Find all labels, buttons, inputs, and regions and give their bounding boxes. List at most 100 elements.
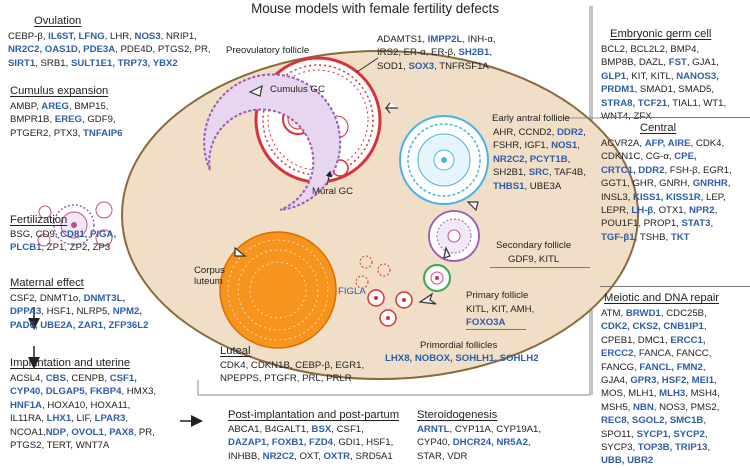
gene-highlighted: DDR2 xyxy=(556,127,584,138)
gene-text: , PDE4D, PTGS2, PR, xyxy=(115,44,211,56)
gene-line: CDKN1C, CG-α, CPE, xyxy=(601,150,732,163)
gene-highlighted: TGF-β1 xyxy=(601,231,635,243)
gene-text: ABCA1, B4GALT1, xyxy=(228,424,312,435)
gene-text: , TIAL1, WT1, xyxy=(667,97,727,109)
gene-highlighted: HNF1A xyxy=(10,399,42,411)
maternal-genes: CSF2, DNMT1o, DNMT3L,DPPA3, HSF1, NLRP5,… xyxy=(10,292,148,332)
meiotic-genes: ATM, BRWD1, CDC25B,CDK2, CKS2, CNB1IP1,C… xyxy=(601,307,720,468)
gene-text: , HMX3, xyxy=(121,386,157,398)
divider-central-meiotic xyxy=(600,286,750,287)
gene-highlighted: TOP3B, TRIP13 xyxy=(637,442,708,454)
gene-text: , HOXA10, HOXA11, xyxy=(41,399,131,411)
gene-text: CDK4, CDKN1B, CEBP-β, EGR1, xyxy=(220,360,365,371)
gene-highlighted: SYCP1, SYCP2 xyxy=(636,428,705,440)
gene-line: GLP1, KIT, KITL, NANOS3, xyxy=(601,70,726,83)
gene-text: , xyxy=(125,413,129,425)
gene-highlighted: AREG xyxy=(41,101,70,112)
gene-highlighted: NPM2, xyxy=(112,306,143,318)
gene-highlighted: ERCC2 xyxy=(601,348,634,360)
gene-line: ARNTL, CYP11A, CYP19A1, xyxy=(417,423,541,436)
cumulus-genes: AMBP, AREG, BMP15,BMPR1B, EREG, GDF9,PTG… xyxy=(10,100,123,140)
gene-highlighted: NR2C2, OAS1D, PDE3A xyxy=(8,44,116,56)
gene-line: ABCA1, B4GALT1, BSX, CSF1, xyxy=(228,423,393,436)
gene-text: , KIT, KITL, xyxy=(626,70,677,82)
ovulation-heading: Ovulation xyxy=(34,15,82,27)
gene-line: CSF2, DNMT1o, DNMT3L, xyxy=(10,292,148,305)
gene-text: , ZP1, ZP2, ZP3 xyxy=(41,242,111,254)
gene-text: FANCG, xyxy=(601,361,640,373)
gene-text: , CDC25B, xyxy=(660,308,707,319)
primary-underline xyxy=(466,329,526,330)
gene-line: NCOA1,NDP, OVOL1, PAX8, PR, xyxy=(10,426,156,439)
gene-highlighted: KISS1, KISS1R xyxy=(633,191,701,203)
gene-highlighted: PAD6, UBE2A, ZAR1, ZFP36L2 xyxy=(10,319,149,331)
germ-cell-heading: Embryonic germ cell xyxy=(610,28,712,40)
gene-text: ATM, xyxy=(601,308,626,319)
gene-highlighted: PLCB1 xyxy=(10,242,42,254)
gene-text: , xyxy=(527,437,531,449)
gene-line: LEPR, LH-β, OTX1, NPR2, xyxy=(601,204,732,217)
gene-text: SPO11, xyxy=(601,428,637,440)
gene-text: BCL2, BCL2L2, BMP4, xyxy=(601,44,700,55)
gene-text: AMBP, xyxy=(10,101,42,112)
gene-highlighted: NR2C2 xyxy=(262,450,295,462)
primordial-follicles xyxy=(355,255,413,327)
gene-line: AHR, CCND2, DDR2, xyxy=(493,126,586,139)
gene-text: BMP8B, DAZL, xyxy=(601,57,669,69)
gene-highlighted: PRDM1 xyxy=(601,84,635,96)
cumulus-oocyte-complex xyxy=(37,201,113,247)
gene-highlighted: PAX8 xyxy=(109,426,134,438)
gene-text: , GDF9, xyxy=(82,114,116,126)
gene-text: , CDK4, xyxy=(690,138,725,149)
gene-highlighted: NANOS3, xyxy=(676,70,719,82)
gene-line: PTGER2, PTX3, TNFAIP6 xyxy=(10,127,123,140)
gene-highlighted: LPAR3 xyxy=(94,413,126,425)
gene-text: PTGS2, TERT, WNT7A xyxy=(10,440,110,452)
gene-text: PTGER2, PTX3, xyxy=(10,127,84,139)
gene-highlighted: FST xyxy=(668,57,687,69)
gene-highlighted: NPR2 xyxy=(688,205,715,217)
gene-highlighted: ARNTL xyxy=(417,424,450,435)
gene-highlighted: DNMT3L, xyxy=(83,293,126,304)
gene-text: INSL3, xyxy=(601,191,633,203)
gene-text: , LHR, xyxy=(104,31,135,42)
gene-highlighted: OXTR xyxy=(323,450,351,462)
gene-line: PTGS2, TERT, WNT7A xyxy=(10,439,156,452)
gene-text: BSG, CD9, xyxy=(10,229,61,240)
gene-line: BCL2, BCL2L2, BMP4, xyxy=(601,43,726,56)
gene-highlighted: SH2B1 xyxy=(458,47,490,59)
gene-highlighted: CDK2, CKS2, CNB1IP1 xyxy=(601,321,704,333)
gene-line: IRS2, ER-α, ER-β, SH2B1, xyxy=(377,46,496,59)
gene-text: , BMP15, xyxy=(69,101,109,112)
gene-text: , SRD5A1 xyxy=(350,450,393,462)
gene-highlighted: THBS1 xyxy=(493,180,525,192)
gene-highlighted: TNFAIP6 xyxy=(83,127,123,139)
gene-line: SPO11, SYCP1, SYCP2, xyxy=(601,428,720,441)
gene-text: , xyxy=(567,153,571,165)
gene-line: AMBP, AREG, BMP15, xyxy=(10,100,123,113)
gene-line: CYP40, DLGAP5, FKBP4, HMX3, xyxy=(10,385,156,398)
secondary-genes: GDF9, KITL xyxy=(508,253,559,266)
gene-text: , xyxy=(103,426,110,438)
gene-text: STAR, VDR xyxy=(417,450,468,462)
ovulation-genes: CEBP-β, IL6ST, LFNG, LHR, NOS3, NRIP1,NR… xyxy=(8,30,211,70)
gene-text: , xyxy=(66,426,72,438)
gene-text: AHR, CCND2, xyxy=(493,127,557,138)
gene-text: , xyxy=(489,47,493,59)
gene-highlighted: CD81, PIGA, xyxy=(60,229,117,240)
gene-text: CEBP-β, xyxy=(8,31,49,42)
gene-text: , CYP11A, CYP19A1, xyxy=(449,424,542,435)
gene-line: HNF1A, HOXA10, HOXA11, xyxy=(10,399,156,412)
primary-label: Primary follicle xyxy=(466,290,529,301)
gene-highlighted: AFP, AIRE xyxy=(644,138,691,149)
gene-text: INHBB, xyxy=(228,450,263,462)
gene-text: , xyxy=(577,140,580,152)
gene-text: , LIF, xyxy=(71,413,95,425)
gene-text: KITL, KIT, AMH, xyxy=(466,304,535,315)
gene-text: GGT1, GHR, GNRH, xyxy=(601,178,693,190)
gene-text: NCOA1, xyxy=(10,426,46,438)
gene-line: GGT1, GHR, GNRH, GNRHR, xyxy=(601,177,732,190)
gene-line: STRA8, TCF21, TIAL1, WT1, xyxy=(601,97,726,110)
gene-line: TGF-β1, TSHB, TKT xyxy=(601,231,732,244)
gene-text: , xyxy=(714,205,718,217)
